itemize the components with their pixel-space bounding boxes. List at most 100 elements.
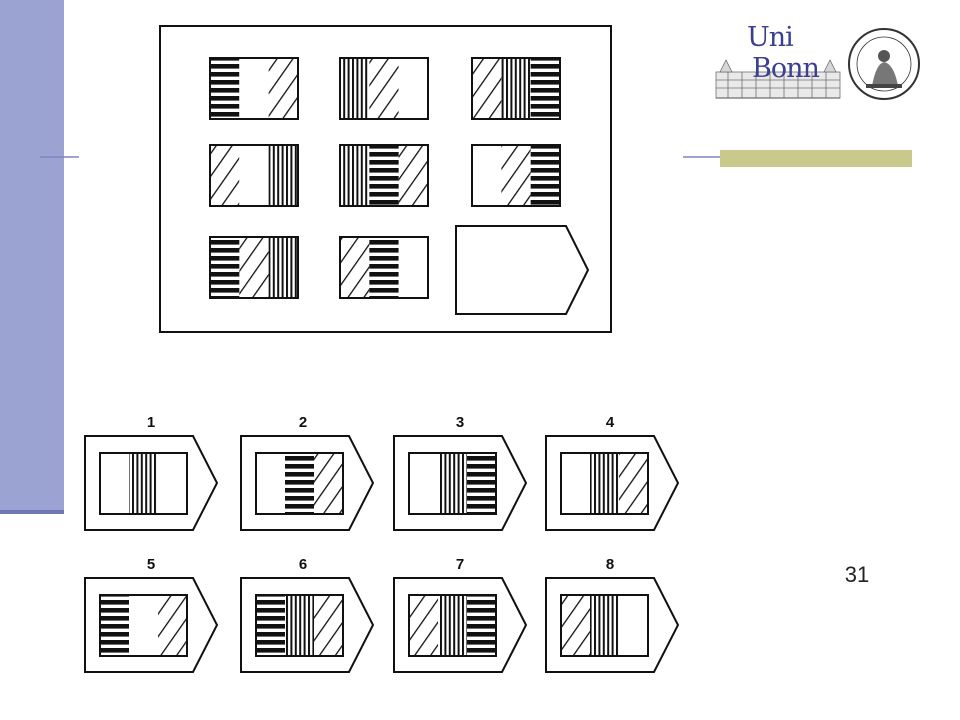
- card-outline: [209, 57, 299, 120]
- matrix-cell-r1-c3: [471, 57, 561, 120]
- card-outline: [471, 144, 561, 207]
- option-3[interactable]: [393, 435, 528, 531]
- vertical-stripes-band: [340, 145, 370, 206]
- option-card: [560, 594, 649, 657]
- option-card: [99, 452, 188, 515]
- card-outline: [99, 452, 188, 515]
- matrix-cell-r2-c2: [339, 144, 429, 207]
- card-outline: [408, 594, 497, 657]
- blank-band: [561, 453, 590, 514]
- left-sidebar: [0, 0, 64, 512]
- vertical-stripes-band: [129, 453, 158, 514]
- vertical-stripes-band: [590, 595, 619, 656]
- option-1[interactable]: [84, 435, 219, 531]
- card-outline: [209, 236, 299, 299]
- diagonal-stripes-band: [369, 58, 399, 119]
- option-label: 6: [298, 556, 308, 573]
- option-label: 7: [455, 556, 465, 573]
- missing-cell-tag: [455, 225, 590, 315]
- matrix-cell-r2-c3: [471, 144, 561, 207]
- blank-band: [472, 145, 502, 206]
- matrix-cell-r3-c1: [209, 236, 299, 299]
- option-6[interactable]: [240, 577, 375, 673]
- card-outline: [471, 57, 561, 120]
- card-outline: [339, 57, 429, 120]
- matrix-cell-r1-c2: [339, 57, 429, 120]
- card-outline: [560, 452, 649, 515]
- diagonal-stripes-band: [314, 453, 343, 514]
- blank-band: [129, 595, 158, 656]
- vertical-stripes-band: [501, 58, 531, 119]
- diagonal-stripes-band: [210, 145, 240, 206]
- vertical-stripes-band: [438, 595, 467, 656]
- blank-band: [398, 58, 428, 119]
- diagonal-stripes-band: [239, 237, 269, 298]
- blank-band: [409, 453, 438, 514]
- vertical-stripes-band: [438, 453, 467, 514]
- option-label: 2: [298, 414, 308, 431]
- vertical-stripes-band: [268, 237, 298, 298]
- matrix-cell-r1-c1: [209, 57, 299, 120]
- option-card: [255, 452, 344, 515]
- horizontal-stripes-band: [100, 595, 129, 656]
- diagonal-stripes-band: [472, 58, 502, 119]
- diagonal-stripes-band: [398, 145, 428, 206]
- option-label: 3: [455, 414, 465, 431]
- diagonal-stripes-band: [268, 58, 298, 119]
- option-card: [408, 452, 497, 515]
- blank-band: [398, 237, 428, 298]
- matrix-grid: [209, 57, 590, 315]
- horizontal-stripes-band: [530, 145, 560, 206]
- horizontal-stripes-band: [210, 237, 240, 298]
- option-label: 1: [146, 414, 156, 431]
- horizontal-stripes-band: [369, 237, 399, 298]
- left-sidebar-edge: [0, 510, 64, 514]
- vertical-stripes-band: [590, 453, 619, 514]
- diagonal-stripes-band: [619, 453, 648, 514]
- card-outline: [408, 452, 497, 515]
- option-card: [408, 594, 497, 657]
- diagonal-stripes-band: [314, 595, 343, 656]
- matrix-cell-r2-c1: [209, 144, 299, 207]
- blank-band: [100, 453, 129, 514]
- blank-band: [239, 145, 269, 206]
- card-outline: [339, 144, 429, 207]
- blank-band: [158, 453, 187, 514]
- blank-band: [619, 595, 648, 656]
- logo-bonn-text: Bonn: [752, 53, 820, 84]
- accent-bar: [720, 150, 912, 167]
- university-building-icon: [715, 59, 841, 99]
- diagonal-stripes-band: [501, 145, 531, 206]
- option-5[interactable]: [84, 577, 219, 673]
- diagonal-stripes-band: [409, 595, 438, 656]
- option-4[interactable]: [545, 435, 680, 531]
- option-2[interactable]: [240, 435, 375, 531]
- option-label: 8: [605, 556, 615, 573]
- card-outline: [99, 594, 188, 657]
- option-label: 5: [146, 556, 156, 573]
- horizontal-stripes-band: [467, 595, 496, 656]
- option-card: [560, 452, 649, 515]
- horizontal-stripes-band: [210, 58, 240, 119]
- horizontal-stripes-band: [285, 453, 314, 514]
- diagonal-stripes-band: [561, 595, 590, 656]
- horizontal-stripes-band: [256, 595, 285, 656]
- card-outline: [255, 452, 344, 515]
- diagonal-stripes-band: [340, 237, 370, 298]
- seated-figure-seal-icon: [848, 28, 920, 100]
- slide-number: 31: [844, 562, 870, 587]
- vertical-stripes-band: [340, 58, 370, 119]
- option-card: [255, 594, 344, 657]
- answer-options: [84, 435, 680, 673]
- option-label: 4: [605, 414, 615, 431]
- vertical-stripes-band: [268, 145, 298, 206]
- matrix-cell-r3-c2: [339, 236, 429, 299]
- card-outline: [560, 594, 649, 657]
- card-outline: [255, 594, 344, 657]
- option-8[interactable]: [545, 577, 680, 673]
- horizontal-stripes-band: [369, 145, 399, 206]
- option-7[interactable]: [393, 577, 528, 673]
- logo-uni-text: Uni: [747, 22, 794, 53]
- blank-band: [239, 58, 269, 119]
